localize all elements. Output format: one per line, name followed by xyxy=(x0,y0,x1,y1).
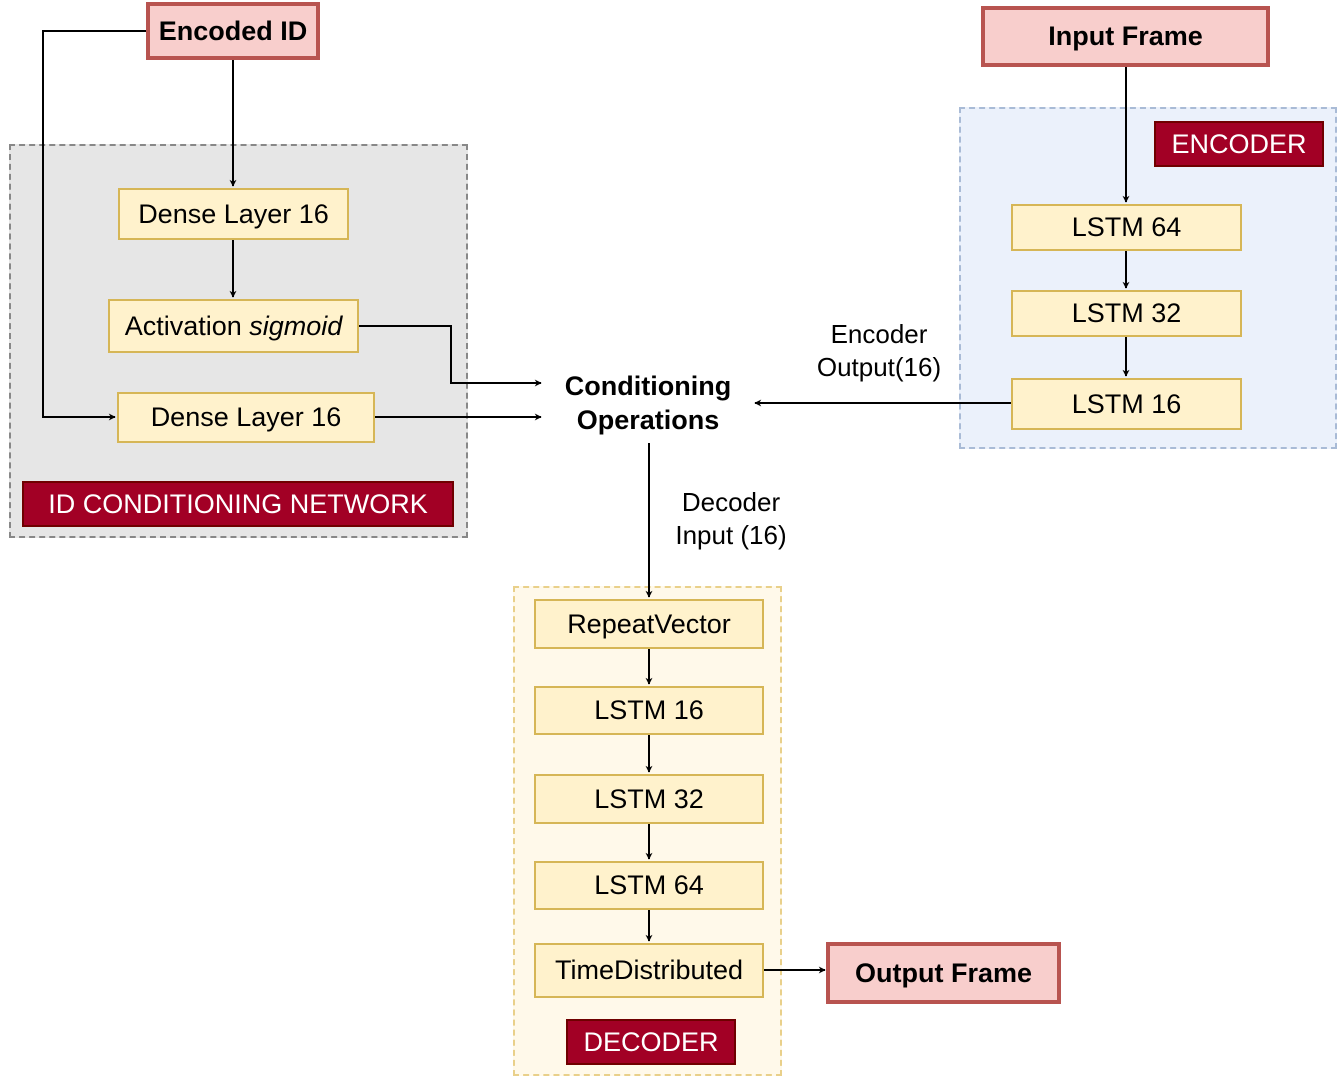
decoder-input-line-1: Decoder xyxy=(681,487,781,517)
decoder-timedistributed: TimeDistributed xyxy=(534,943,764,998)
decoder-lstm-64: LSTM 64 xyxy=(534,861,764,910)
input-frame-node: Input Frame xyxy=(981,6,1270,67)
encoder-output-line-1: Encoder xyxy=(830,319,928,349)
encoder-lstm-32: LSTM 32 xyxy=(1011,290,1242,337)
encoder-lstm-64: LSTM 64 xyxy=(1011,204,1242,251)
dense-layer-1: Dense Layer 16 xyxy=(118,188,349,240)
encoder-lstm-16: LSTM 16 xyxy=(1011,378,1242,430)
activation-sigmoid-layer: Activation sigmoid xyxy=(108,299,359,353)
decoder-input-line-2: Input (16) xyxy=(675,520,787,550)
encoder-output-line-2: Output(16) xyxy=(816,352,942,382)
output-frame-node: Output Frame xyxy=(826,942,1061,1004)
decoder-group xyxy=(513,586,782,1076)
activation-prefix: Activation xyxy=(124,310,242,341)
decoder-input-label: Decoder Input (16) xyxy=(662,486,800,552)
conditioning-line-2: Operations xyxy=(576,405,720,435)
conditioning-line-1: Conditioning xyxy=(564,371,732,401)
encoder-output-label: Encoder Output(16) xyxy=(804,318,954,384)
decoder-lstm-16: LSTM 16 xyxy=(534,686,764,735)
conditioning-operations-node: Conditioning Operations xyxy=(544,369,752,437)
encoded-id-node: Encoded ID xyxy=(146,2,320,60)
id-conditioning-network-tag: ID CONDITIONING NETWORK xyxy=(22,481,454,527)
activation-function: sigmoid xyxy=(249,310,343,341)
decoder-lstm-32: LSTM 32 xyxy=(534,774,764,824)
decoder-tag: DECODER xyxy=(566,1019,736,1065)
decoder-repeatvector: RepeatVector xyxy=(534,599,764,649)
dense-layer-2: Dense Layer 16 xyxy=(117,392,375,443)
encoder-tag: ENCODER xyxy=(1154,121,1324,167)
